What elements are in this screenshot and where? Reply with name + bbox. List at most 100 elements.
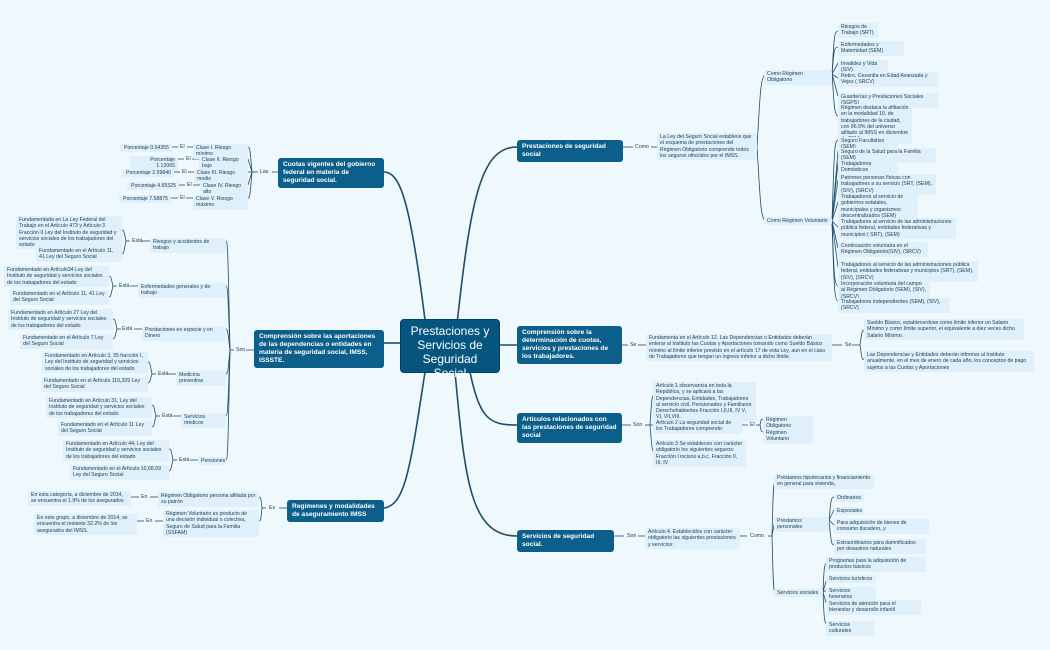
fundamento-item[interactable]: Fundamentado en Artículo 27 Ley del Inst… bbox=[8, 309, 113, 330]
fundamento-item[interactable]: Fundamentada en La Ley Federal del Traba… bbox=[16, 216, 122, 250]
voluntario-item[interactable]: Trabajadores al servicio de las administ… bbox=[838, 261, 978, 282]
porcentaje[interactable]: Porcentaje 1.13065 bbox=[130, 156, 178, 171]
connector-el: El bbox=[186, 156, 191, 162]
voluntario-item[interactable]: Trabajadores al servicio de gobiernos es… bbox=[838, 193, 918, 221]
regimen-item[interactable]: Régimen Obligatorio persona afiliada por… bbox=[158, 492, 259, 507]
servicio-social-item[interactable]: Servicios de atención para el bienestar … bbox=[826, 600, 921, 615]
voluntario-item[interactable]: Continuación voluntaria en el Régimen Ob… bbox=[838, 242, 928, 257]
obligatorio-item[interactable]: Riesgos de Trabajo (SRT) bbox=[838, 23, 878, 38]
voluntario-item[interactable]: Patrones personas físicas con trabajador… bbox=[838, 174, 936, 195]
articulo-12-description[interactable]: Fundamenta en el Artículo 12. Las Depend… bbox=[646, 334, 832, 362]
clase-riesgo[interactable]: Clase II. Riesgo bajo bbox=[199, 156, 248, 171]
fundamento-item[interactable]: Fundamentado en el Artículo 110,209 Ley … bbox=[41, 377, 148, 392]
prestamos-hipotecarios[interactable]: Préstamos hipotecarios y financiamiento … bbox=[774, 474, 874, 489]
prestamo-item[interactable]: Ordinarios bbox=[834, 494, 864, 503]
aportacion-group[interactable]: Prestaciones en especie y en Dinero bbox=[142, 326, 226, 341]
connector-como: Como bbox=[750, 533, 764, 539]
obligatorio-item[interactable]: Enfermedades y Maternidad (SEM) bbox=[838, 41, 904, 56]
connector-esta: Está bbox=[119, 283, 130, 289]
articulo-sub-item[interactable]: Régimen Voluntario bbox=[763, 429, 813, 444]
prestamo-item[interactable]: Para adquisición de bienes de consumo du… bbox=[834, 519, 929, 534]
clase-riesgo[interactable]: Clase V. Riesgo máximo bbox=[193, 195, 248, 210]
fundamento-item[interactable]: Fundamentado en el Artículo 11 Ley del S… bbox=[58, 421, 152, 436]
voluntario-item[interactable]: Seguro de la Salud para la Familia (SEM) bbox=[838, 148, 936, 163]
branch-regimenes[interactable]: Regímenes y modalidades de aseguramiento… bbox=[287, 500, 384, 522]
connector-el: El bbox=[750, 422, 755, 428]
articulo-item[interactable]: Artículo 1 observancia en toda la Repúbl… bbox=[653, 382, 756, 422]
comprension-item[interactable]: Sueldo Básico, establecerdose como límit… bbox=[864, 319, 1024, 340]
voluntario-item[interactable]: Trabajadores al servicio de las administ… bbox=[838, 218, 956, 239]
regimen-obligatorio-node[interactable]: Como Régimen Obligatorio bbox=[764, 70, 832, 85]
connector-en: En bbox=[141, 494, 148, 500]
aportacion-group[interactable]: Servicios médicos bbox=[181, 413, 226, 428]
connector-son: Son bbox=[627, 533, 637, 539]
voluntario-item[interactable]: Incorporación voluntaria del campo al Ré… bbox=[838, 280, 930, 301]
prestaciones-description[interactable]: La Ley del Seguro Social establece que e… bbox=[657, 133, 757, 161]
connector-como: Como bbox=[635, 144, 649, 150]
voluntario-item[interactable]: Trabajadores independientes (SEM), (SIV)… bbox=[838, 298, 950, 313]
prestamo-item[interactable]: Extraordinarios para damnificados por de… bbox=[834, 539, 926, 554]
servicio-social-item[interactable]: Servicios turísticos bbox=[826, 575, 876, 584]
regimen-voluntario-node[interactable]: Como Régimen Voluntario bbox=[764, 217, 832, 226]
branch-aportaciones[interactable]: Comprensión sobre las aportaciones de la… bbox=[254, 330, 384, 368]
articulo-sub-item[interactable]: Régimen Obligatorio bbox=[763, 416, 813, 431]
connector-esta: Está bbox=[122, 326, 133, 332]
articulo-item[interactable]: Artículo 3 Se establecen con carácter ob… bbox=[653, 440, 746, 468]
connector-el: El bbox=[180, 144, 185, 150]
servicio-social-item[interactable]: Servicios culturales bbox=[826, 621, 874, 636]
connector-el: El bbox=[180, 195, 185, 201]
obligatorio-item[interactable]: Retiro, Cesantía en Edad Avanzada y Veje… bbox=[838, 72, 938, 87]
porcentaje[interactable]: Porcentaje 4.65325 bbox=[127, 182, 179, 191]
aportacion-group[interactable]: Riesgos y accidentes de trabajo bbox=[150, 238, 226, 253]
servicio-social-item[interactable]: Servicios funerarios bbox=[826, 587, 876, 602]
prestamo-item[interactable]: Especiales bbox=[834, 507, 864, 516]
fundamento-item[interactable]: Fundamentado en Artículo 3, 35 fracción … bbox=[42, 352, 148, 373]
clase-riesgo[interactable]: Clase I. Riesgo mínimo bbox=[193, 144, 248, 159]
articulo-item[interactable]: Artículo 2 La seguridad social de los Tr… bbox=[653, 419, 742, 434]
connector-las: Las bbox=[260, 169, 269, 175]
branch-servicios[interactable]: Servicios de seguridad social. bbox=[517, 530, 614, 552]
articulo-4-description[interactable]: Artículo 4. Establecidos con carácter ob… bbox=[645, 528, 740, 549]
fundamento-item[interactable]: Fundamentado en Artículo 44, Ley del Ins… bbox=[63, 440, 169, 461]
connector-son: Son bbox=[236, 347, 246, 353]
fundamento-item[interactable]: Fundamentado en el Artículo 10,68,69 Ley… bbox=[70, 465, 169, 480]
porcentaje[interactable]: Porcentaje 0.54355 bbox=[120, 144, 172, 153]
fundamento-item[interactable]: Fundamentado en Artículo 31, Ley del Ins… bbox=[46, 397, 152, 418]
regimen-item[interactable]: Régimen Voluntario es producto de una de… bbox=[163, 510, 259, 538]
connector-esta: Está bbox=[162, 413, 173, 419]
branch-cuotas[interactable]: Cuotas vigentes del gobierno federal en … bbox=[278, 158, 384, 188]
voluntario-item[interactable]: Seguro Facultativo (SEM) bbox=[838, 137, 898, 152]
servicios-sociales-node[interactable]: Servicios sociales bbox=[774, 589, 823, 598]
connector-en: En bbox=[146, 518, 153, 524]
comprension-item[interactable]: Las Dependencias y Entidades deberán inf… bbox=[864, 351, 1034, 372]
porcentaje[interactable]: Porcentaje 2.59840 bbox=[122, 169, 174, 178]
branch-prestaciones[interactable]: Prestaciones de seguridad social bbox=[517, 140, 623, 162]
connector-esta: Está bbox=[179, 457, 190, 463]
obligatorio-item[interactable]: Invalidez y Vida (SIV) bbox=[838, 60, 888, 75]
prestamos-personales-node[interactable]: Préstamos personales bbox=[774, 517, 829, 532]
fundamento-item[interactable]: Fundamentado en el Artículo 11, 41 Ley d… bbox=[10, 290, 109, 305]
branch-articulos[interactable]: Artículos relacionados con las prestacio… bbox=[517, 413, 622, 443]
fundamento-item[interactable]: Fundamentado en Artículo34 Ley del Insti… bbox=[4, 266, 109, 287]
connector-se: Se bbox=[845, 342, 852, 348]
connector-esta: Está bbox=[132, 238, 143, 244]
aportacion-group[interactable]: Enfermedades generales y de trabajo bbox=[138, 283, 226, 298]
fundamento-item[interactable]: Fundamentado en el Artículo 11, 41 Ley d… bbox=[36, 247, 122, 262]
clase-riesgo[interactable]: Clase IV. Riesgo alto bbox=[200, 182, 248, 197]
connector-se: Se bbox=[630, 342, 637, 348]
aportacion-group[interactable]: Medicina preventiva bbox=[176, 371, 226, 386]
connector-el: El bbox=[182, 169, 187, 175]
regimen-detail[interactable]: En este grupo, a diciembre de 2014, se e… bbox=[34, 514, 137, 535]
porcentaje[interactable]: Porcentaje 7.58875 bbox=[119, 195, 171, 204]
obligatorio-item[interactable]: Guarderías y Prestaciones Sociales (SGPS… bbox=[838, 93, 938, 108]
branch-comprension[interactable]: Comprensión sobre la determinación de cu… bbox=[517, 326, 622, 364]
servicio-social-item[interactable]: Programas para la adquisición de product… bbox=[826, 557, 926, 572]
central-topic[interactable]: Prestaciones y Servicios de Seguridad So… bbox=[400, 319, 500, 380]
connector-esta: Está bbox=[158, 371, 169, 377]
connector-el: El bbox=[187, 182, 192, 188]
clase-riesgo[interactable]: Clase III. Riesgo medio bbox=[194, 169, 248, 184]
voluntario-item[interactable]: Trabajadores Domésticos bbox=[838, 160, 898, 175]
regimen-detail[interactable]: En esta categoría, a diciembre de 2014, … bbox=[28, 491, 131, 506]
fundamento-item[interactable]: Fundamentado en el Artículo 7 Ley del Se… bbox=[20, 334, 113, 349]
aportacion-group[interactable]: Pensiones bbox=[198, 457, 226, 466]
